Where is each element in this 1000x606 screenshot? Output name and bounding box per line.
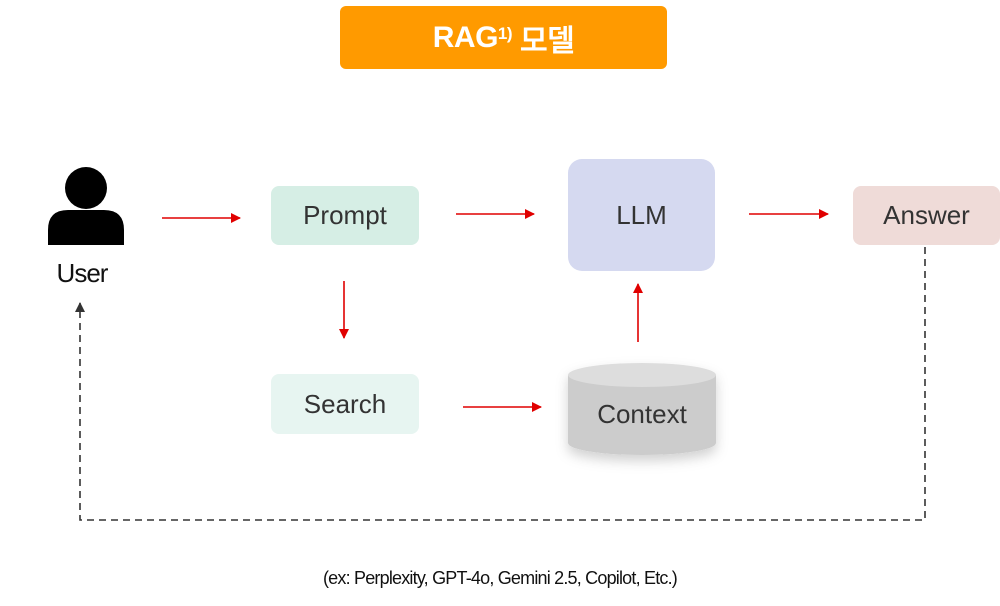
title-main: RAG (432, 20, 499, 54)
context-label: Context (597, 398, 687, 429)
title-superscript: 1) (497, 23, 513, 43)
database-cylinder-icon (568, 363, 716, 455)
search-label: Search (303, 388, 387, 419)
prompt-node: Prompt (271, 186, 419, 245)
user-label: User (56, 258, 109, 288)
feedback-loop-answer-to-user (75, 247, 926, 521)
search-node: Search (271, 374, 419, 434)
title-suffix: 모델 (520, 24, 575, 58)
prompt-label: Prompt (303, 200, 387, 230)
answer-label: Answer (883, 200, 970, 230)
answer-node: Answer (853, 186, 1000, 245)
user-silhouette-icon (48, 167, 124, 245)
llm-label: LLM (616, 199, 667, 230)
llm-node: LLM (568, 159, 715, 271)
footnote: (ex: Perplexity, GPT-4o, Gemini 2.5, Cop… (322, 568, 678, 588)
